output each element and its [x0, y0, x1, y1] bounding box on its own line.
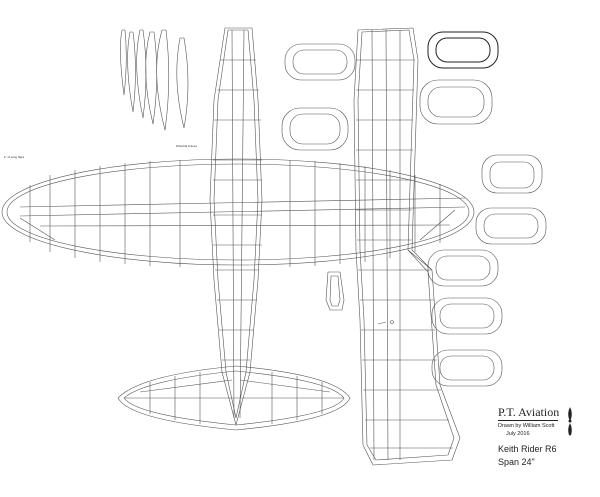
wing-note: 1" of wing flaps: [4, 155, 25, 159]
brand-underline: [498, 420, 558, 421]
model-name: Keith Rider R6: [498, 444, 557, 454]
former-parts: [281, 31, 547, 387]
fuselage-note: Dihedral braces: [176, 144, 198, 148]
small-part: [325, 271, 345, 311]
title-block: P.T. Aviation Drawn by William Scott Jul…: [498, 405, 588, 485]
propeller-icon: [568, 407, 572, 436]
wing-plan: [1, 158, 475, 267]
brand-name: P.T. Aviation: [498, 405, 560, 419]
fuselage-side-view: [353, 27, 461, 466]
wing-rib-templates: [120, 29, 189, 131]
drawn-by: Drawn by William Scott: [498, 423, 555, 429]
wing-span: Span 24": [498, 457, 535, 467]
fuselage-top-view: [209, 27, 263, 426]
drawing-date: July 2016: [506, 431, 530, 437]
tail-plan: [117, 365, 351, 431]
